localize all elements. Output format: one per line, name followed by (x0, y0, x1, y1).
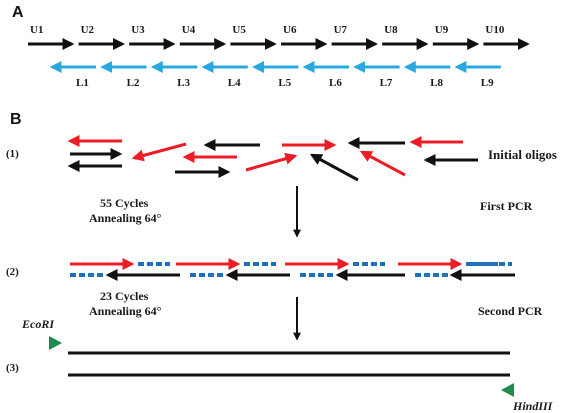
lower-oligo-label: L7 (380, 77, 393, 89)
step-label-3: (3) (6, 362, 19, 374)
oligo-red (131, 142, 187, 162)
second-annealing-label: Annealing 64° (89, 304, 162, 318)
lower-oligo-label: L4 (228, 77, 241, 89)
lower-oligo-label: L2 (127, 77, 140, 89)
upper-oligo-label: U9 (435, 24, 449, 36)
assembled-duplex (70, 258, 515, 281)
lower-oligo-label: L1 (76, 77, 89, 89)
step-label-1: (1) (6, 148, 19, 160)
upper-oligo-label: U8 (384, 24, 398, 36)
hindiii-primer-icon (501, 383, 514, 397)
initial-oligos-scatter (67, 135, 478, 182)
first-annealing-label: Annealing 64° (89, 211, 162, 225)
ecori-site-label: EcoRI (21, 317, 55, 331)
upper-oligo-label: U5 (232, 24, 246, 36)
second-cycles-label: 23 Cycles (100, 289, 149, 303)
panel-label-b: B (10, 111, 22, 128)
upper-oligo-label: U4 (182, 24, 196, 36)
first-pcr-label: First PCR (480, 199, 533, 213)
lower-oligo-label: L5 (278, 77, 291, 89)
oligo-black (309, 153, 359, 182)
lower-oligo-label: L3 (177, 77, 190, 89)
first-cycles-label: 55 Cycles (100, 196, 149, 210)
initial-oligos-label: Initial oligos (488, 147, 557, 162)
lower-oligo-label: L9 (481, 77, 494, 89)
upper-oligo-label: U6 (283, 24, 297, 36)
upper-oligo-label: U10 (485, 24, 504, 36)
upper-oligo-label: U1 (30, 24, 43, 36)
upper-oligo-label: U3 (131, 24, 145, 36)
panel-label-a: A (12, 4, 24, 21)
lower-oligo-label: L6 (329, 77, 342, 89)
lower-oligo-label: L8 (430, 77, 443, 89)
ecori-primer-icon (49, 336, 62, 350)
upper-oligo-label: U7 (334, 24, 348, 36)
hindiii-site-label: HindIII (512, 399, 554, 413)
upper-oligo-label: U2 (81, 24, 95, 36)
oligo-red (245, 152, 298, 172)
step-label-2: (2) (6, 266, 19, 278)
oligo-red (359, 150, 406, 177)
second-pcr-label: Second PCR (478, 304, 543, 318)
